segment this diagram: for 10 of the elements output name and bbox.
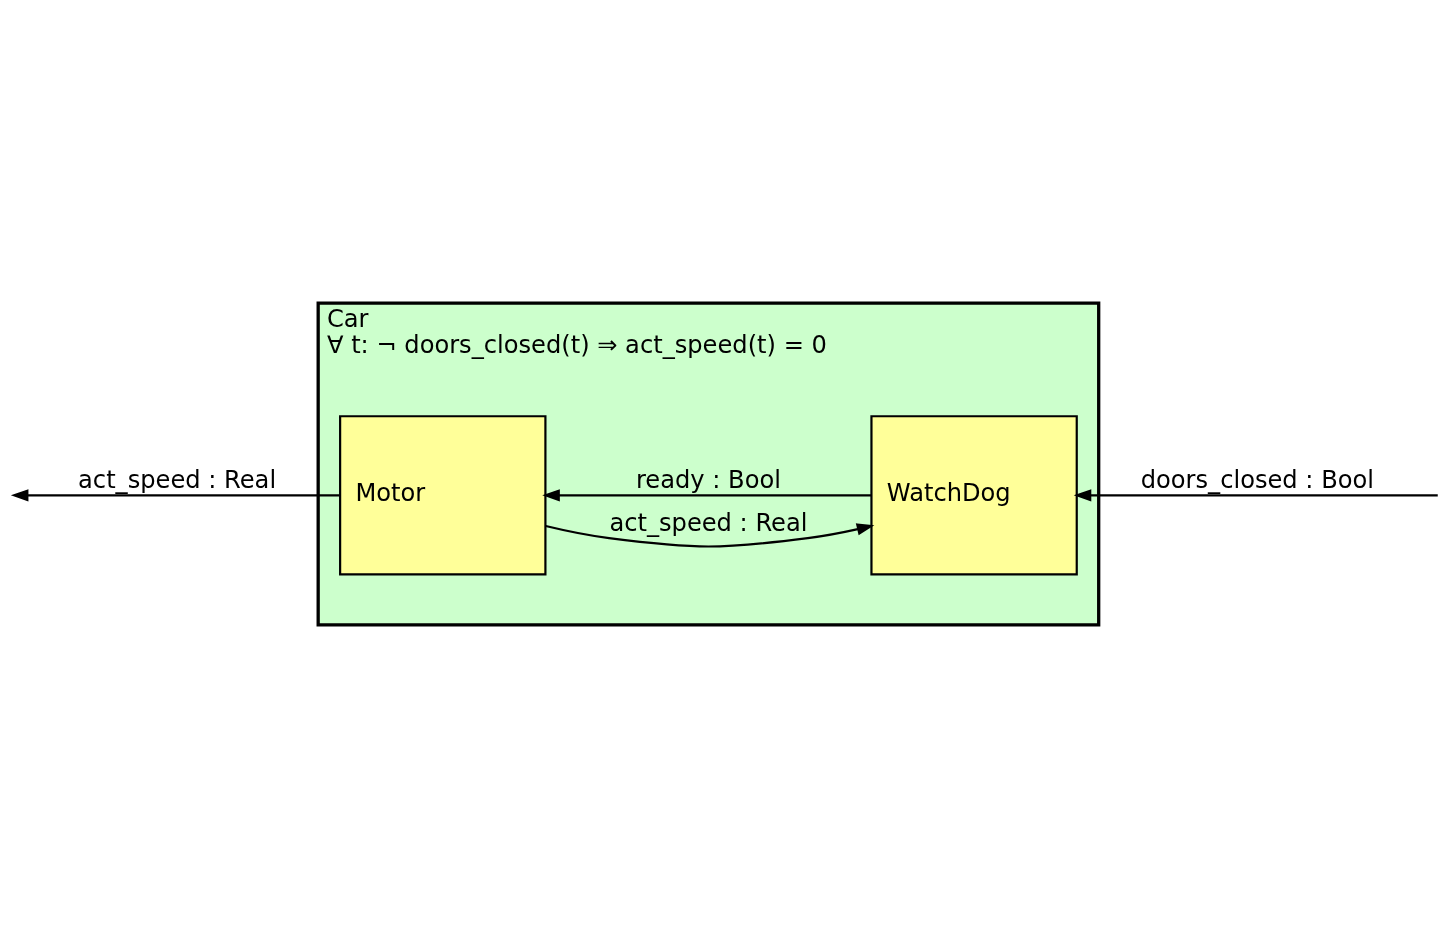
arrow bbox=[1073, 489, 1438, 502]
edge-label: doors_closed : Bool bbox=[1140, 466, 1374, 495]
edge-label: act_speed : Real bbox=[78, 466, 277, 495]
node-box: WatchDog bbox=[870, 415, 1078, 576]
arrow bbox=[545, 523, 875, 548]
arrow bbox=[542, 489, 872, 502]
node-box: Motor bbox=[339, 415, 547, 576]
edge-label: ready : Bool bbox=[635, 466, 781, 495]
edge-label: act_speed : Real bbox=[609, 509, 808, 538]
arrow bbox=[10, 489, 341, 502]
